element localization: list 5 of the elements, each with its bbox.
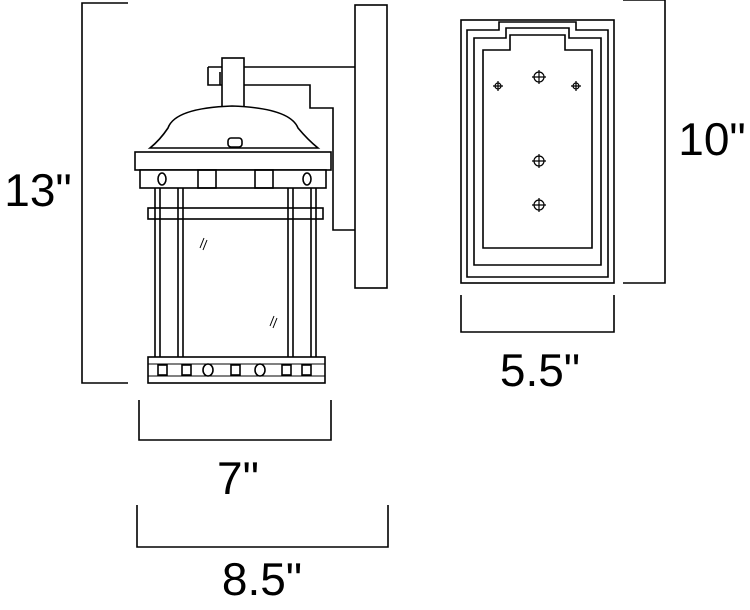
dimension-label: 8.5" [222,556,302,602]
dimension-label: 5.5" [500,347,580,393]
dimension-label: 10" [678,116,746,162]
dimension-label: 7" [217,455,259,501]
dimension-label: 13" [4,167,72,213]
